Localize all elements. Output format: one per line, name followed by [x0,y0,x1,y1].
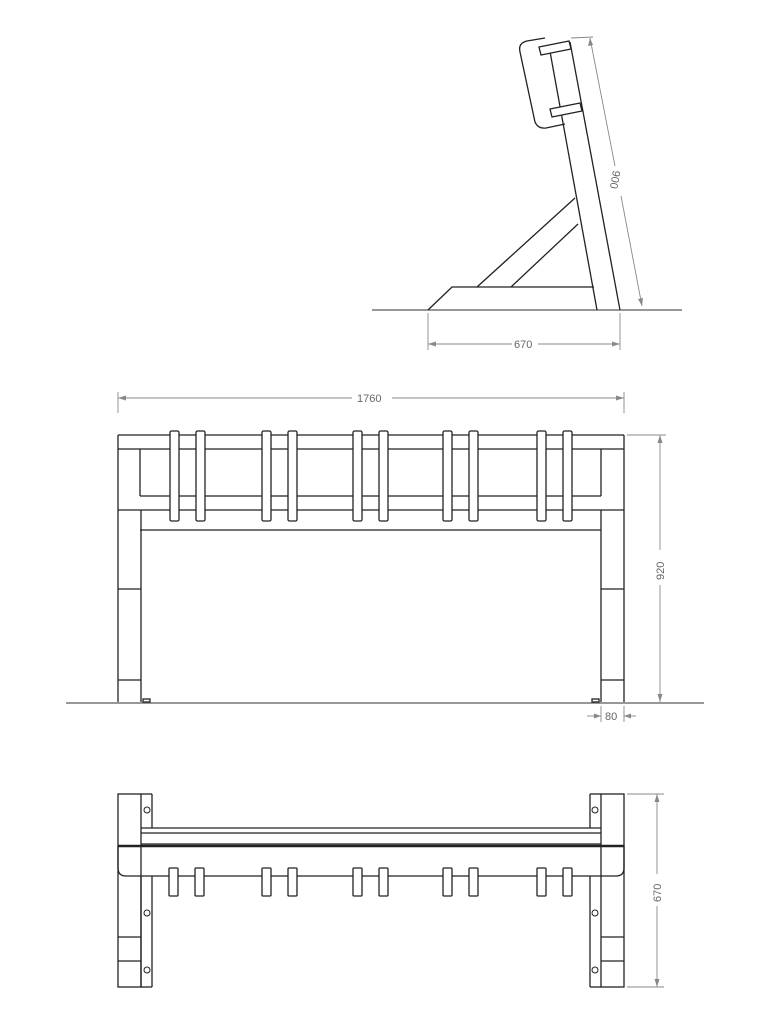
base-foot [427,286,594,311]
side-view: 900 670 [372,36,682,351]
post-inner [548,45,598,311]
dim-top-depth: 670 [652,884,664,902]
dim-front-width: 1760 [357,393,381,405]
post-outer [569,41,621,311]
seat-board [117,846,625,877]
brace-upper [476,197,576,288]
front-view: 1760 [66,392,704,723]
slats [169,430,573,522]
dim-side-depth: 670 [514,339,532,351]
dim-side-height: 900 [607,169,622,189]
dim-post-width: 80 [605,711,617,723]
slat-ends [168,867,573,897]
clip-top [538,40,572,56]
brace-lower [510,223,579,288]
top-view: 670 [117,793,664,988]
dim-front-height: 920 [655,562,667,580]
clip-bottom [549,102,583,118]
backrest-board [519,37,566,129]
